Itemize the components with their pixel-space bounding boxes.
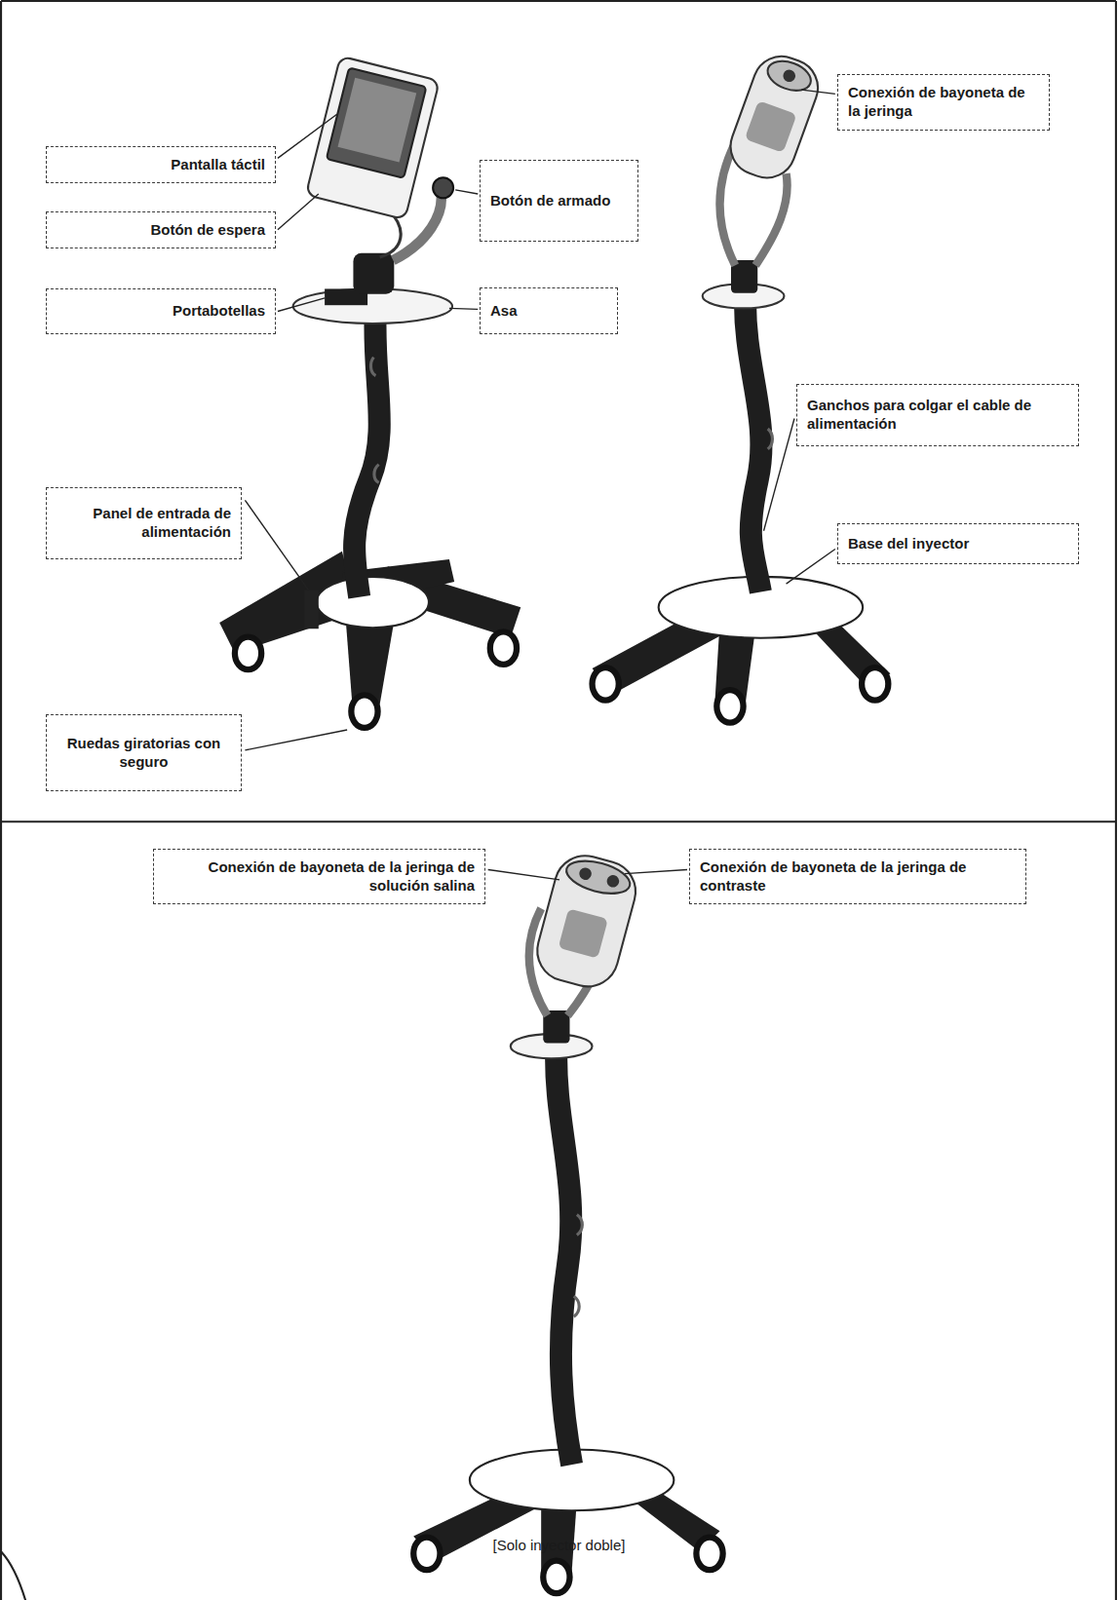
callout-box: Base del inyector [837, 523, 1080, 565]
frame-curve [0, 1551, 26, 1600]
frame-line [0, 0, 1117, 2]
cable-hook [768, 428, 773, 450]
callout-label: Asa [490, 302, 608, 321]
frame-line [0, 0, 2, 1600]
callout-box: Conexión de bayoneta de la jeringa de so… [153, 848, 486, 905]
column [556, 1046, 573, 1465]
callout-label: Ruedas giratorias con seguro [56, 734, 232, 772]
column [745, 296, 762, 593]
leader-line [277, 193, 319, 231]
wheel [490, 631, 517, 665]
leader-line [244, 500, 309, 590]
callout-box: Ruedas giratorias con seguro [45, 714, 242, 792]
cable-hook [374, 464, 380, 484]
wheel [350, 694, 378, 729]
callout-box: Botón de espera [45, 211, 276, 249]
wheel [861, 667, 888, 701]
pole-top [352, 253, 394, 295]
callout-label: Portabotellas [56, 302, 266, 321]
leader-line [786, 549, 836, 585]
wheel [542, 1561, 570, 1595]
leader-line [764, 418, 795, 531]
head [530, 848, 643, 994]
callout-label: Pantalla táctil [56, 155, 266, 175]
callout-box: Asa [479, 287, 618, 335]
callout-box: Panel de entrada de alimentación [45, 487, 242, 560]
callout-label: Botón de armado [490, 192, 628, 211]
leader-line [624, 869, 688, 874]
head-panel [744, 100, 798, 154]
callout-label: Panel de entrada de alimentación [56, 504, 232, 542]
cable-hook [370, 357, 376, 377]
bayonet-hole [605, 874, 620, 889]
callout-box: Ganchos para colgar el cable de alimenta… [796, 384, 1080, 447]
arm-button [432, 177, 454, 198]
wheel [695, 1538, 723, 1572]
leader-line [455, 190, 478, 194]
wheel [716, 690, 743, 724]
head [306, 56, 440, 221]
callout-box: Pantalla táctil [45, 146, 276, 184]
touch-screen [326, 68, 427, 179]
callout-box: Conexión de bayoneta de la jeringa de co… [689, 848, 1027, 905]
column [354, 306, 381, 598]
head-body [722, 48, 826, 187]
bayonet-hole [781, 68, 798, 84]
handle-tray [293, 288, 453, 324]
frame-line [1115, 0, 1118, 1600]
base-hub [316, 577, 429, 628]
callout-box: Botón de armado [479, 159, 639, 242]
leader-line [449, 308, 478, 309]
head-body [306, 56, 440, 221]
callout-label: Conexión de bayoneta de la jeringa de so… [163, 858, 475, 896]
callout-label: Base del inyector [848, 535, 1069, 554]
cable-hook [577, 1215, 582, 1236]
head-panel [558, 908, 609, 959]
callout-label: Botón de espera [56, 221, 266, 240]
leader-line [244, 730, 347, 751]
leader-line [277, 114, 338, 158]
callout-label: Ganchos para colgar el cable de alimenta… [807, 396, 1069, 434]
wheel [234, 637, 262, 671]
head [722, 48, 826, 187]
wheel [592, 667, 619, 701]
leader-lines [244, 89, 835, 881]
caption: [Solo inyector doble] [0, 1537, 1118, 1554]
injector-figure [413, 848, 723, 1594]
bayonet-hole [578, 866, 593, 882]
callout-box: Conexión de bayoneta de la jeringa [837, 74, 1050, 131]
bayonet [563, 854, 634, 900]
wheel [413, 1538, 440, 1572]
frame-line [0, 820, 1117, 823]
cable-hook [574, 1296, 579, 1317]
screen-content [338, 77, 418, 163]
leader-line [277, 298, 325, 312]
power-panel [304, 589, 319, 629]
head-body [530, 848, 643, 994]
leader-line [801, 89, 836, 94]
callout-label: Conexión de bayoneta de la jeringa [848, 83, 1040, 121]
leader-line [488, 869, 560, 880]
callout-label: Conexión de bayoneta de la jeringa de co… [699, 858, 1016, 896]
callout-box: Portabotellas [45, 288, 276, 335]
